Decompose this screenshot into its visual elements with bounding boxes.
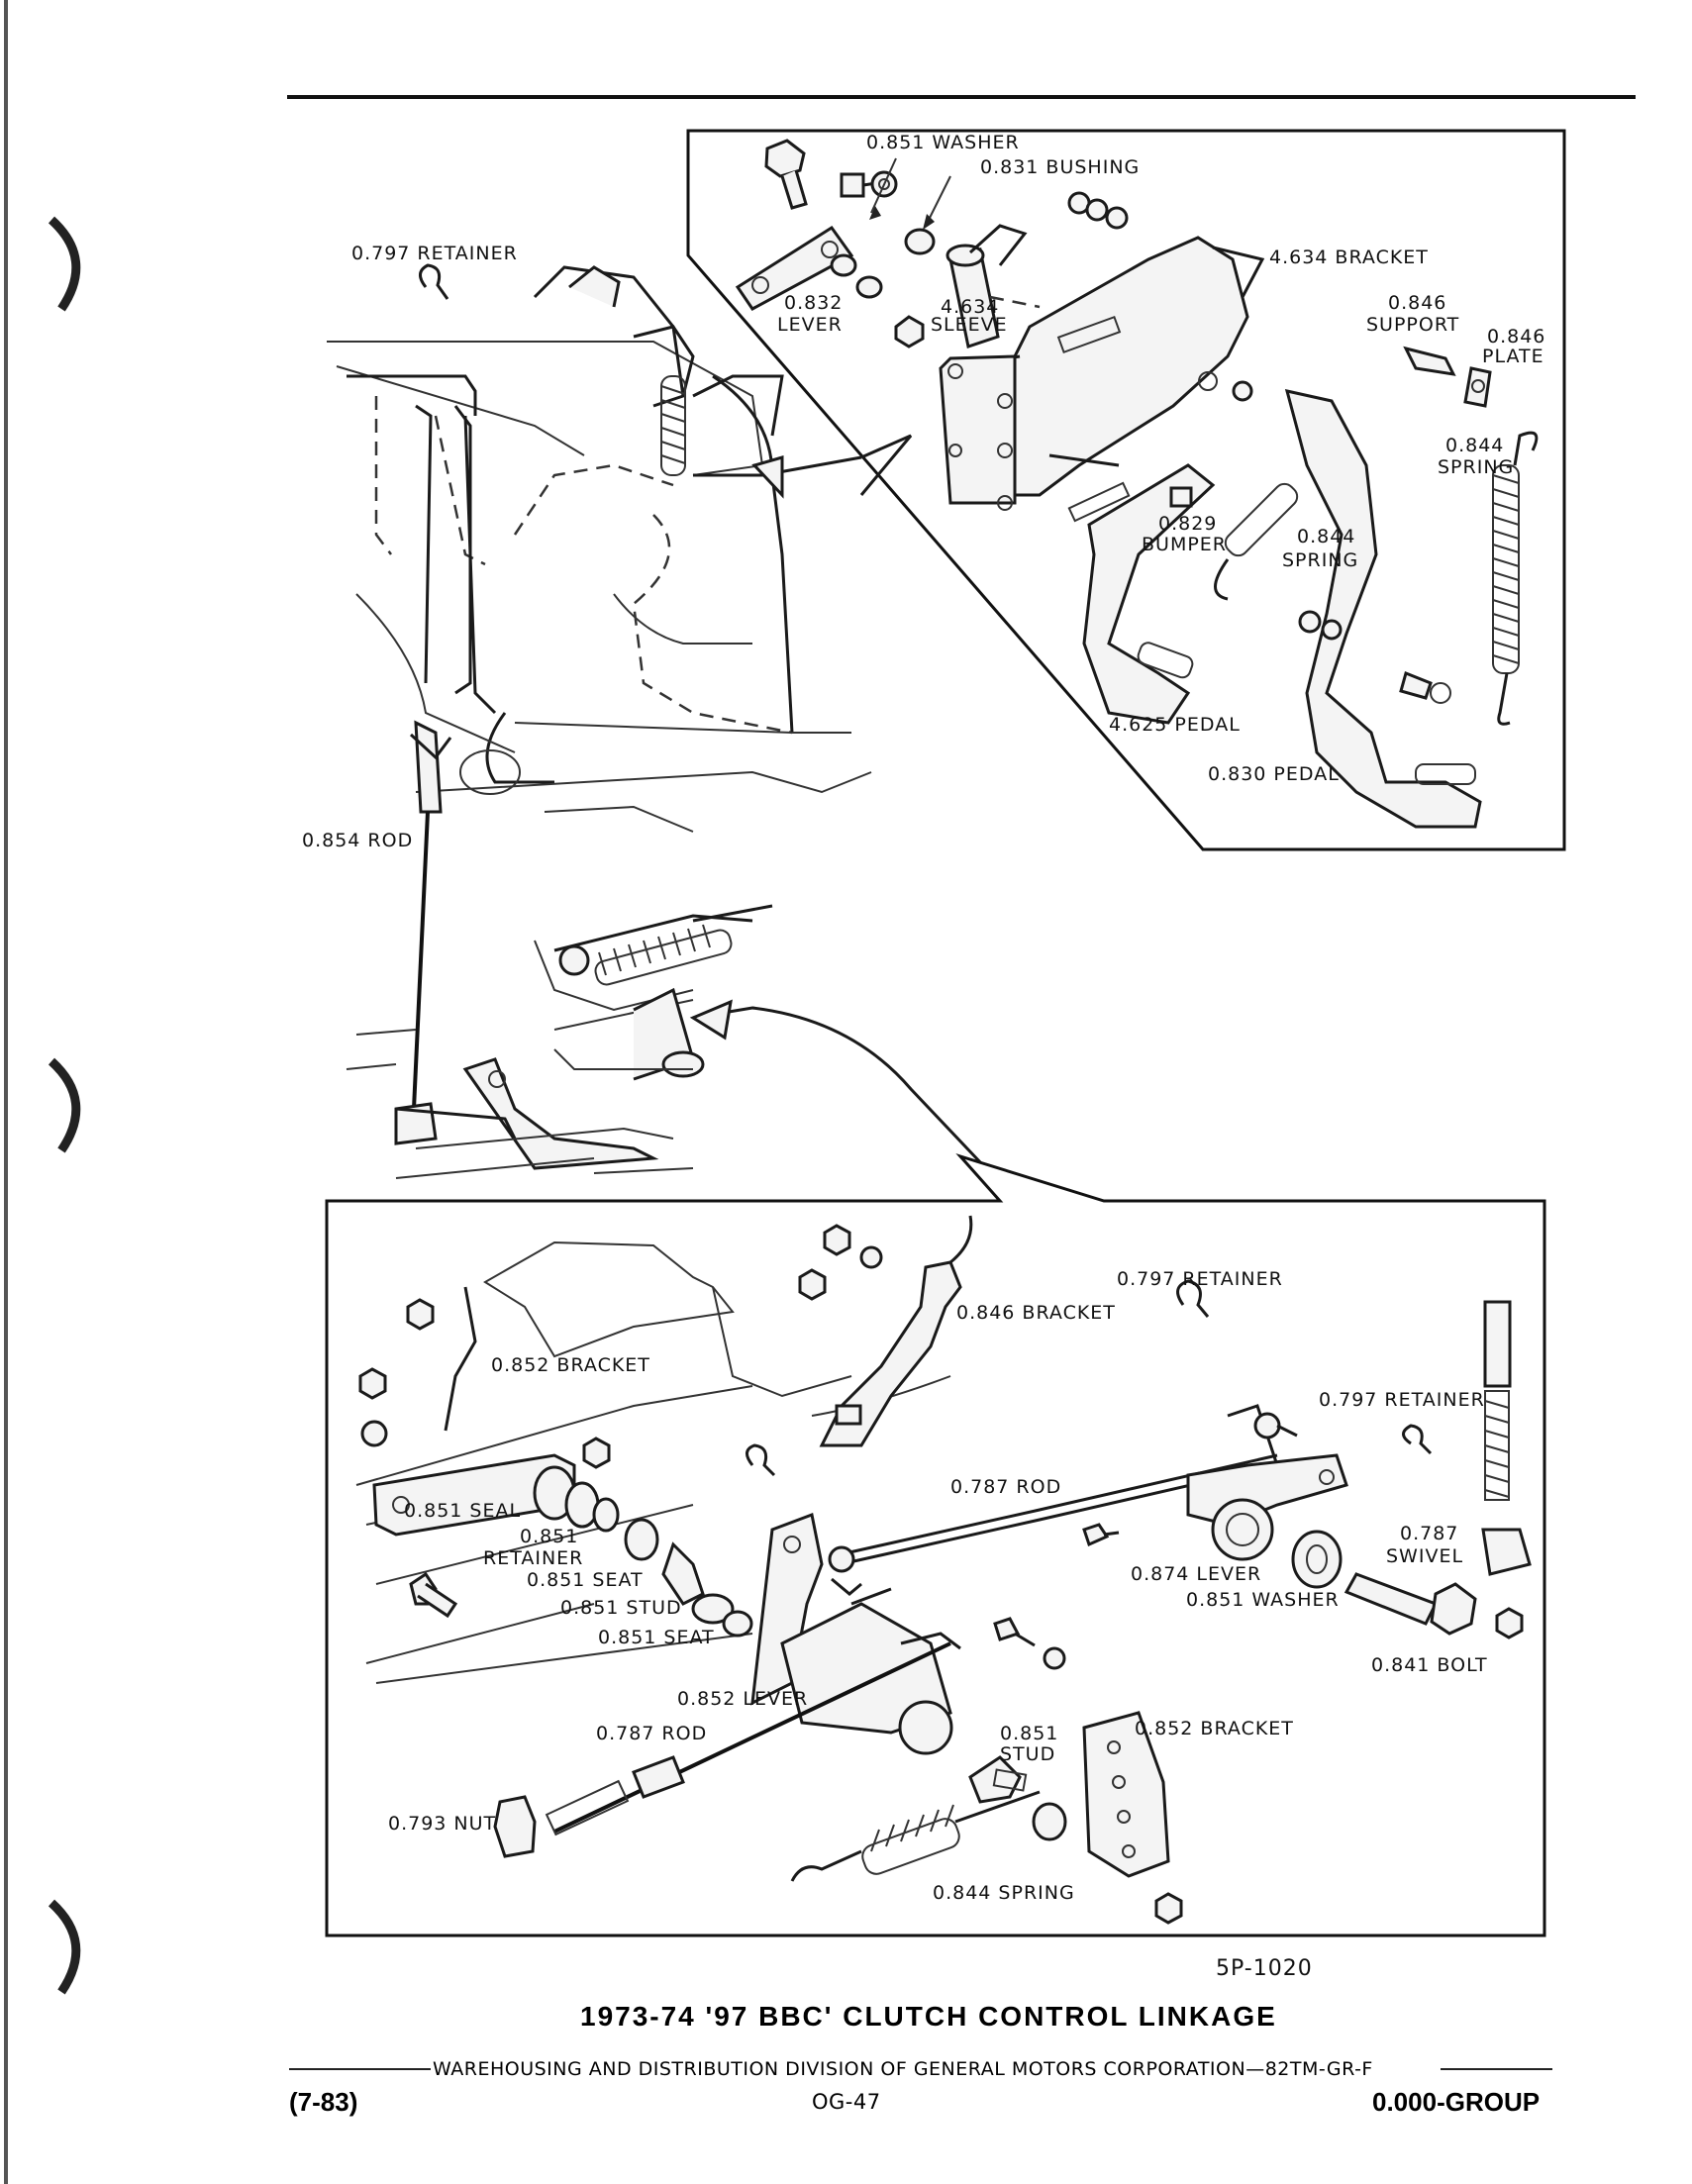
callout-sleeve: SLEEVE bbox=[931, 314, 1008, 336]
callout-retainer-num: 0.851 bbox=[520, 1526, 578, 1547]
callout-retainer: RETAINER bbox=[483, 1547, 583, 1569]
callout-stud-1: 0.851 STUD bbox=[560, 1597, 682, 1619]
stud-part bbox=[661, 1541, 705, 1606]
binder-hole-3 bbox=[48, 1899, 81, 1995]
callout-support: SUPPORT bbox=[1366, 314, 1459, 336]
figure-number: 5P-1020 bbox=[1216, 1956, 1313, 1981]
nut-0793 bbox=[493, 1795, 537, 1858]
callout-spring-mid: SPRING bbox=[1282, 549, 1358, 571]
callout-retainer-right: 0.797 RETAINER bbox=[1319, 1389, 1485, 1411]
callout-sleeve-num: 4.634 bbox=[941, 296, 999, 318]
callout-spring-right-num: 0.844 bbox=[1445, 435, 1504, 456]
callout-stud-2: STUD bbox=[1000, 1743, 1055, 1765]
lower-linkage-view bbox=[346, 904, 773, 1179]
spring-right bbox=[1492, 464, 1520, 674]
retainer-clip-icon bbox=[419, 263, 449, 300]
footer-page: OG-47 bbox=[812, 2090, 881, 2114]
callout-rod-mid: 0.787 ROD bbox=[950, 1476, 1061, 1498]
callout-pedal-left: 4.625 PEDAL bbox=[1109, 714, 1241, 736]
callout-swivel-num: 0.787 bbox=[1400, 1523, 1458, 1544]
bolt-part bbox=[764, 139, 808, 210]
rod-0854 bbox=[394, 720, 452, 1145]
washer-0851 bbox=[1291, 1530, 1343, 1589]
callout-lever-0852: 0.852 LEVER bbox=[677, 1688, 808, 1710]
callout-bumper: BUMPER bbox=[1142, 534, 1227, 555]
callout-lever: LEVER bbox=[777, 314, 843, 336]
callout-washer: 0.851 WASHER bbox=[866, 132, 1020, 153]
callout-bumper-num: 0.829 bbox=[1158, 513, 1217, 535]
rod-upper-right bbox=[1483, 1300, 1512, 1388]
retainer-clip-right-icon bbox=[1402, 1424, 1433, 1455]
bolt-0841 bbox=[1344, 1572, 1439, 1626]
rod-0787-low bbox=[545, 1641, 951, 1837]
callout-retainer-mid: 0.797 RETAINER bbox=[351, 243, 518, 264]
pedal-0830 bbox=[1284, 388, 1482, 829]
callout-support-num: 0.846 bbox=[1388, 292, 1446, 314]
linkage-inset-frame bbox=[325, 1152, 1546, 1937]
bracket-0846 bbox=[819, 1260, 962, 1447]
callout-lever-0874: 0.874 LEVER bbox=[1131, 1563, 1261, 1585]
bushing-part bbox=[904, 228, 936, 255]
bracket-0852-low bbox=[1082, 1711, 1170, 1878]
callout-plate-num: 0.846 bbox=[1487, 326, 1545, 347]
callout-bracket-0852-low: 0.852 BRACKET bbox=[1135, 1718, 1294, 1739]
spring-middle bbox=[1224, 482, 1299, 557]
callout-spring-right: SPRING bbox=[1438, 456, 1514, 478]
callout-spring-mid-num: 0.844 bbox=[1297, 526, 1355, 547]
callout-plate: PLATE bbox=[1482, 346, 1544, 367]
spring-0844-low bbox=[790, 1790, 1041, 1882]
plate-part bbox=[1463, 366, 1492, 408]
callout-seal: 0.851 SEAL bbox=[404, 1500, 521, 1522]
callout-stud-2-num: 0.851 bbox=[1000, 1723, 1058, 1744]
sleeve-nut bbox=[894, 315, 925, 348]
bumper-part bbox=[1169, 486, 1193, 508]
retainer-part bbox=[624, 1518, 659, 1561]
support-stud bbox=[1403, 346, 1456, 376]
binder-hole-2 bbox=[48, 1057, 81, 1153]
footer-date: (7-83) bbox=[289, 2087, 357, 2117]
callout-retainer-top: 0.797 RETAINER bbox=[1117, 1268, 1283, 1290]
binder-hole-1 bbox=[48, 216, 81, 312]
figure-title: 1973-74 '97 BBC' CLUTCH CONTROL LINKAGE bbox=[580, 2001, 1277, 2032]
callout-pedal-right: 0.830 PEDAL bbox=[1208, 763, 1340, 785]
swivel-part bbox=[1481, 1528, 1532, 1576]
seat-part bbox=[722, 1610, 753, 1638]
vehicle-firewall-view bbox=[327, 265, 872, 833]
callout-bushing: 0.831 BUSHING bbox=[980, 156, 1140, 178]
lever-part bbox=[735, 225, 854, 311]
callout-seat-2: 0.851 SEAT bbox=[598, 1627, 715, 1648]
callout-spring-0844: 0.844 SPRING bbox=[933, 1882, 1075, 1904]
footer-group: 0.000-GROUP bbox=[1372, 2087, 1540, 2117]
retainer-clip-top-icon bbox=[1176, 1279, 1210, 1318]
callout-bracket-0852-left: 0.852 BRACKET bbox=[491, 1354, 650, 1376]
callout-washer-0851: 0.851 WASHER bbox=[1186, 1589, 1340, 1611]
callout-bracket: 4.634 BRACKET bbox=[1269, 247, 1429, 268]
callout-rod-low: 0.787 ROD bbox=[596, 1723, 707, 1744]
callout-seat-1: 0.851 SEAT bbox=[527, 1569, 644, 1591]
callout-rod-0854: 0.854 ROD bbox=[302, 830, 413, 851]
callout-swivel: SWIVEL bbox=[1386, 1545, 1463, 1567]
callout-lever-num: 0.832 bbox=[784, 292, 843, 314]
callout-bolt-0841: 0.841 BOLT bbox=[1371, 1654, 1488, 1676]
callout-bracket-0846: 0.846 BRACKET bbox=[956, 1302, 1116, 1324]
lever-0852 bbox=[750, 1512, 824, 1706]
pedal-4625 bbox=[1082, 463, 1216, 725]
footer-line: WAREHOUSING AND DISTRIBUTION DIVISION OF… bbox=[433, 2058, 1373, 2080]
callout-nut-0793: 0.793 NUT bbox=[388, 1813, 496, 1835]
